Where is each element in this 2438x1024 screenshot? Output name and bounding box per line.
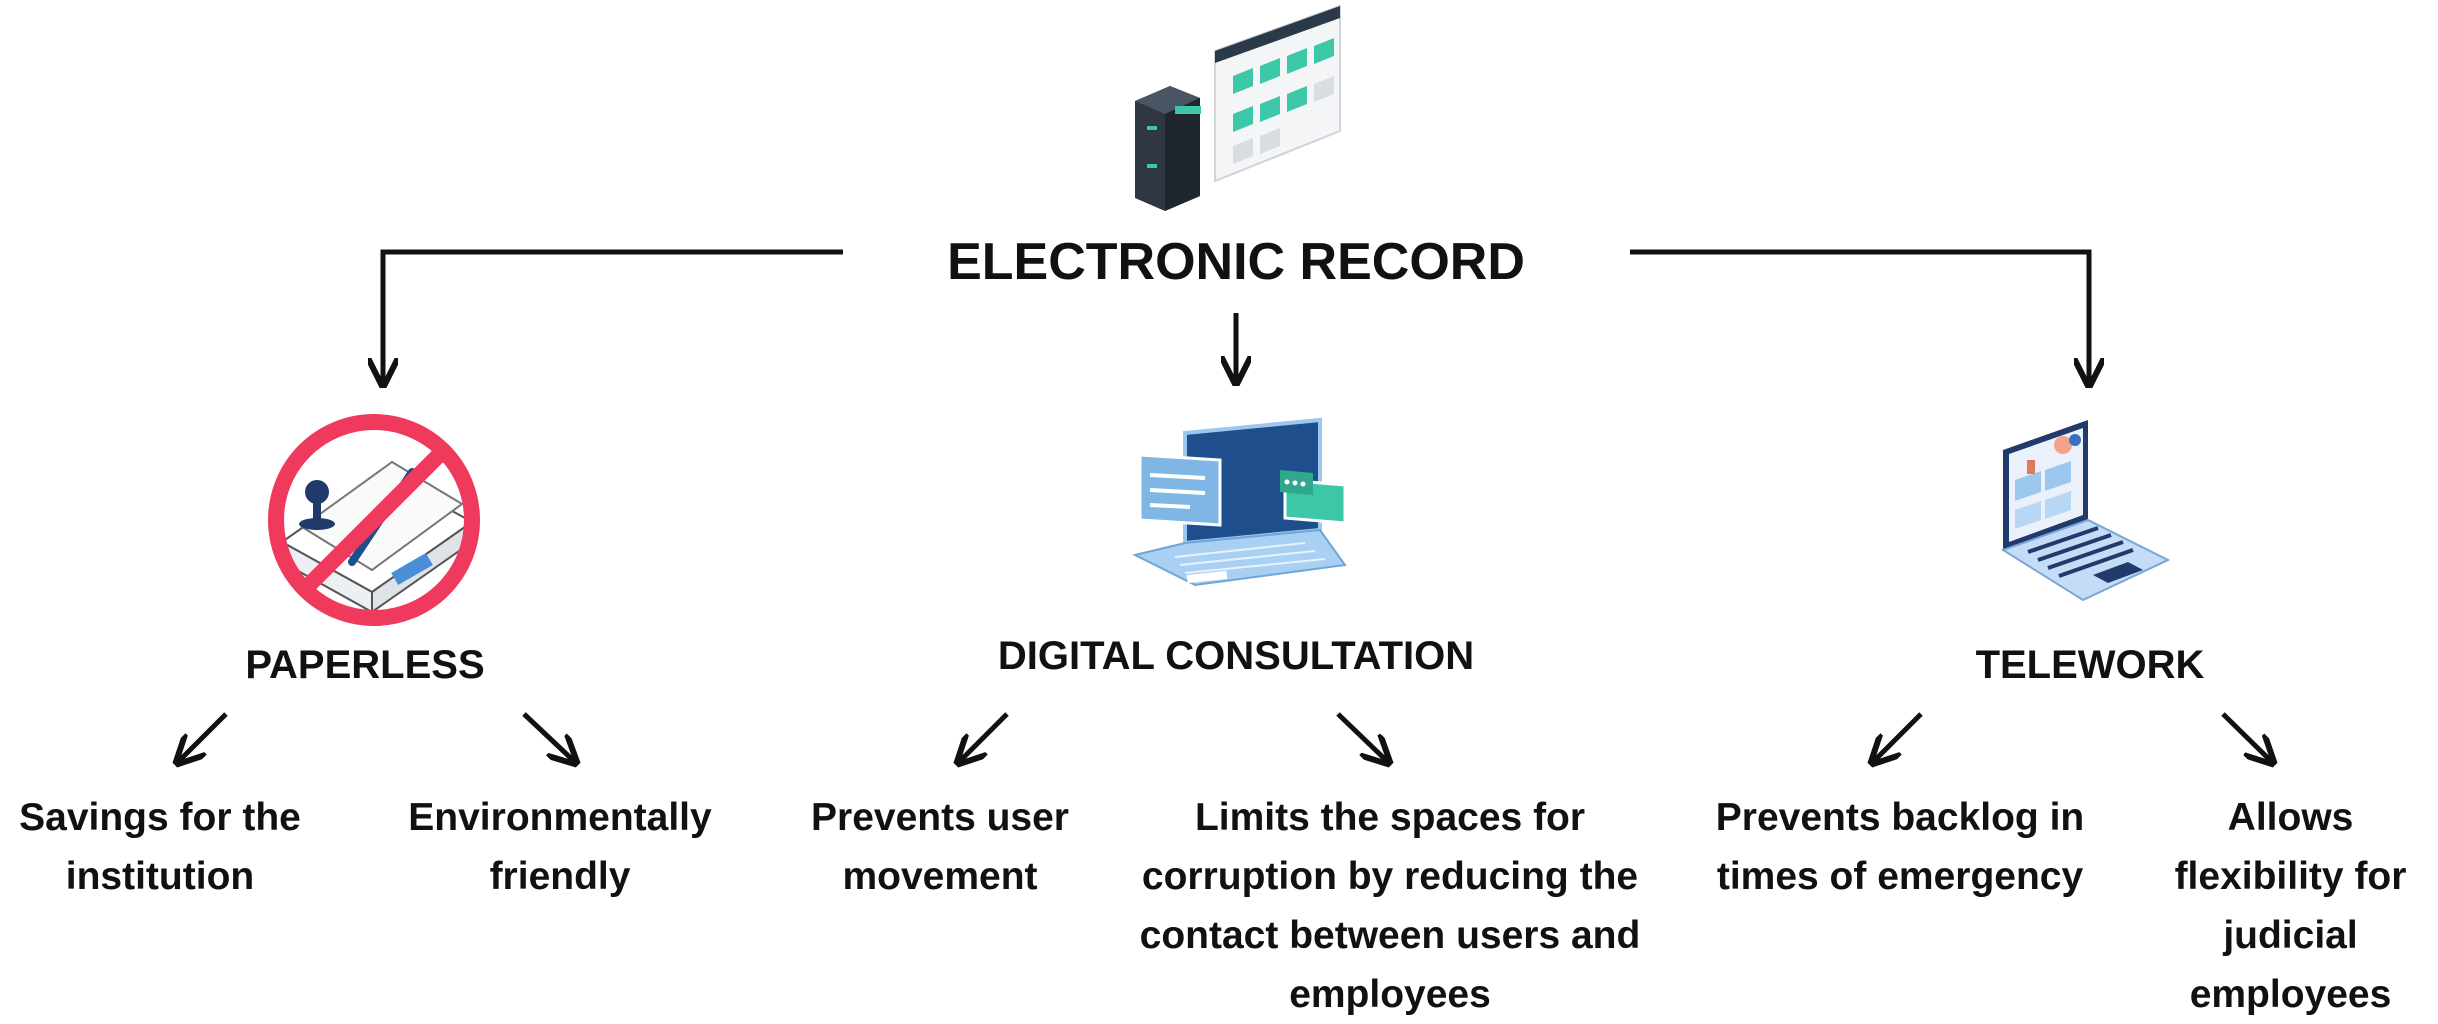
electronic-record-icon bbox=[1135, 4, 1341, 211]
branch-label-paperless: PAPERLESS bbox=[245, 643, 485, 687]
arrow-paperless-right bbox=[522, 712, 576, 763]
benefit-prevents-user-movement: Prevents user movement bbox=[811, 796, 1069, 898]
arrow-digital-right bbox=[1336, 712, 1389, 763]
connector-right bbox=[1630, 249, 2089, 385]
benefit-allows-flexibility: Allows flexibility for judicial employee… bbox=[2174, 796, 2407, 1016]
arrow-telework-left bbox=[1872, 712, 1923, 763]
benefit-prevents-backlog: Prevents backlog in times of emergency bbox=[1715, 796, 2085, 898]
benefit-savings-for-the-institution: Savings for the institution bbox=[19, 796, 301, 898]
benefit-limits-corruption: Limits the spaces for corruption by redu… bbox=[1139, 796, 1641, 1016]
no-paper-icon bbox=[268, 414, 480, 626]
laptop-chat-icon bbox=[1132, 417, 1347, 587]
arrow-digital-left bbox=[958, 712, 1009, 763]
arrow-paperless-left bbox=[177, 712, 228, 763]
branch-label-telework: TELEWORK bbox=[1975, 643, 2205, 687]
laptop-video-call-icon bbox=[2000, 420, 2171, 602]
connector-left bbox=[383, 249, 843, 385]
benefit-environmentally-friendly: Environmentally friendly bbox=[408, 796, 712, 898]
arrow-telework-right bbox=[2221, 712, 2273, 763]
branch-label-digital-consultation: DIGITAL CONSULTATION bbox=[997, 634, 1475, 678]
diagram-title: ELECTRONIC RECORD bbox=[947, 233, 1525, 291]
